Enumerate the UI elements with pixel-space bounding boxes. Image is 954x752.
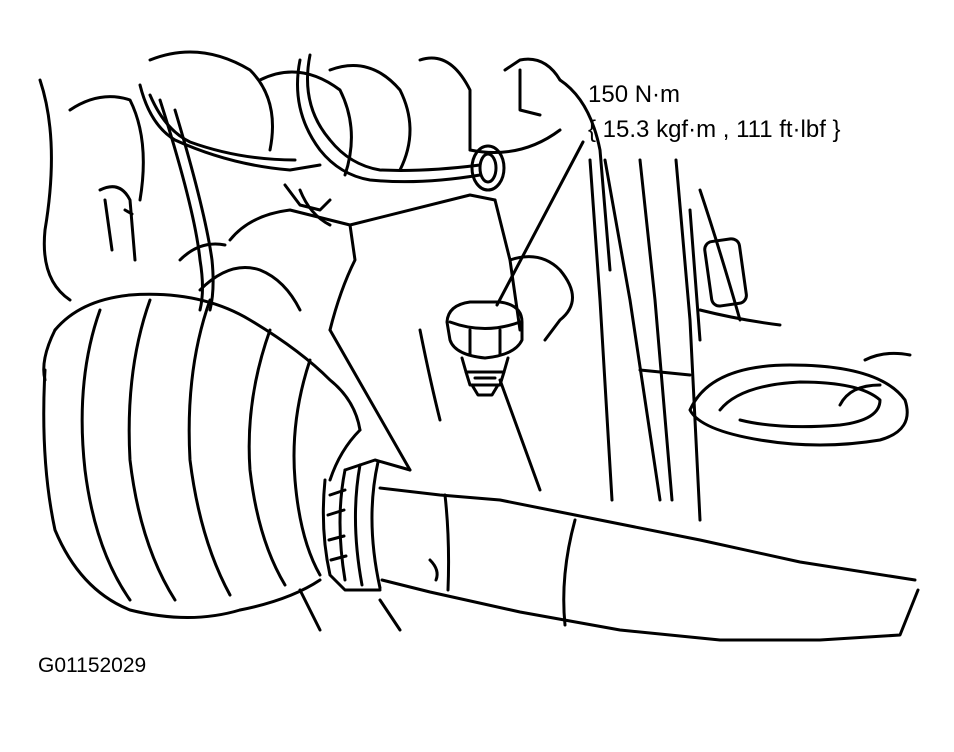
castle-nut-and-stud: [447, 302, 522, 395]
housing-outline: [40, 52, 610, 300]
strut-frame: [590, 160, 780, 520]
torque-leader-line: [497, 142, 583, 305]
lower-arm: [180, 195, 573, 490]
spring-seat: [690, 353, 910, 445]
boot-clamp: [323, 460, 410, 590]
wiring-harness: [140, 55, 480, 310]
torque-spec-value: 150 N·m: [588, 81, 681, 108]
drive-shaft: [380, 488, 918, 640]
figure-id-label: G01152029: [38, 654, 147, 677]
torque-spec-conversions: { 15.3 kgf·m , 111 ft·lbf }: [588, 116, 841, 143]
cv-joint-boot: [44, 294, 360, 617]
bracket-tab: [704, 238, 748, 307]
tie-rod: [300, 590, 400, 630]
grommet: [472, 146, 504, 190]
